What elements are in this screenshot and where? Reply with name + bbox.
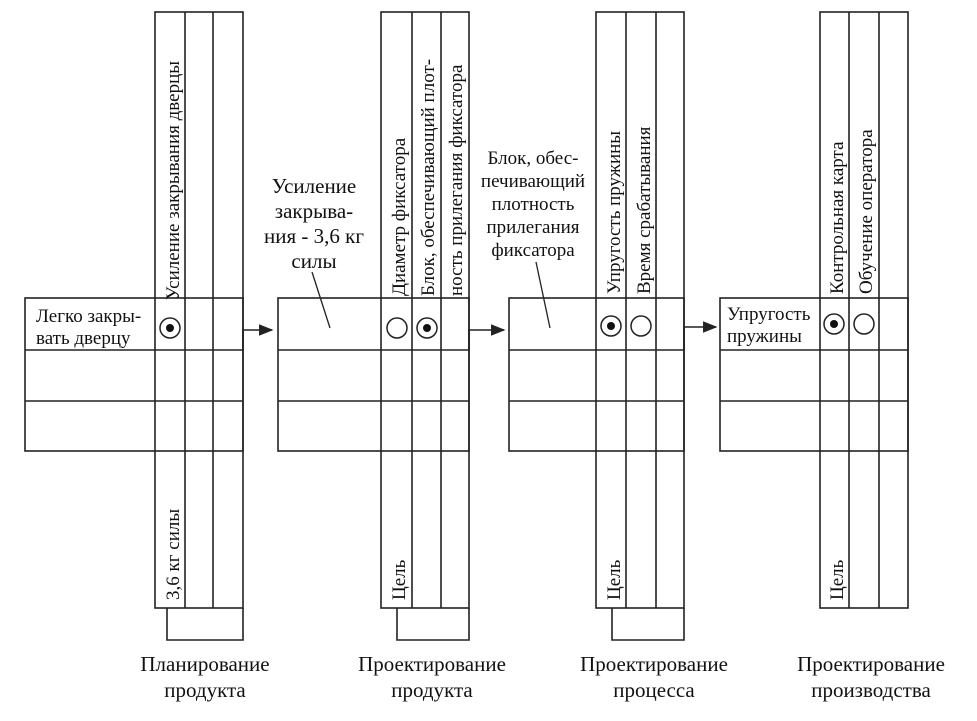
stage2-row-label-line4: силы (291, 249, 336, 273)
stage3-col1-bottom-label: Цель (604, 559, 625, 600)
stage2-col2-top-label-line1: Блок, обеспечивающий плот- (418, 59, 439, 296)
stage1-strong-relation-symbol (159, 317, 181, 339)
stage2-col2-top-label-line2: ность прилегания фиксатора (446, 64, 467, 296)
stage3-row-label-line4: прилегания (486, 217, 579, 238)
stage2-matrix (277, 11, 470, 609)
stage4-row-label-line2: пружины (727, 326, 802, 347)
stage1-output-arrow (242, 324, 274, 350)
stage1-caption-line1: Планирование (140, 652, 269, 676)
stage3-matrix (508, 11, 685, 609)
stage2-bottom-bracket (396, 608, 470, 641)
stage1-matrix (24, 11, 244, 609)
stage4-col2-top-label: Обучение оператора (856, 129, 877, 294)
stage1-row-label-line2: вать дверцу (36, 328, 131, 349)
stage3-caption-line2: процесса (613, 678, 695, 702)
stage3-caption-line1: Проектирование (580, 652, 728, 676)
stage2-row-label-line2: закрыва- (275, 199, 353, 223)
stage1-caption-line2: продукта (164, 678, 246, 702)
stage1-row-label-line1: Легко закры- (36, 306, 141, 327)
stage2-row-label-line3: ния - 3,6 кг (264, 224, 364, 248)
stage2-col1-bottom-label: Цель (389, 559, 410, 600)
stage3-weak-relation-symbol (630, 315, 652, 337)
stage2-strong-relation-symbol (416, 317, 438, 339)
stage3-row-label-line3: плотность (492, 194, 575, 215)
stage4-row-label-line1: Упругость (727, 304, 811, 325)
stage2-col1-top-label: Диаметр фиксатора (389, 137, 410, 296)
stage4-strong-relation-symbol (823, 313, 845, 335)
stage4-weak-relation-symbol (853, 313, 875, 335)
stage2-output-arrow (468, 324, 506, 350)
stage2-caption-line1: Проектирование (358, 652, 506, 676)
stage2-weak-relation-symbol (386, 317, 408, 339)
stage3-strong-relation-symbol (600, 315, 622, 337)
stage1-col1-top-label: Усиление закрывания дверцы (163, 61, 184, 300)
stage3-col2-top-label: Время срабатывания (634, 126, 655, 294)
stage3-row-label-line5: фиксатора (491, 240, 575, 261)
stage2-row-label-line1: Усиление (272, 174, 357, 198)
stage3-row-label-line1: Блок, обес- (488, 148, 579, 169)
stage1-bottom-bracket (166, 608, 244, 641)
stage2-caption-line2: продукта (391, 678, 473, 702)
stage2-leader-line (311, 271, 331, 329)
stage4-col1-bottom-label: Цель (827, 559, 848, 600)
stage3-output-arrow (683, 321, 718, 350)
stage4-matrix (719, 11, 909, 609)
stage3-leader-line (535, 261, 551, 329)
stage3-bottom-bracket (611, 608, 685, 641)
stage1-col1-bottom-label: 3,6 кг силы (163, 509, 184, 600)
stage3-col1-top-label: Упругость пружины (604, 131, 625, 294)
stage4-caption-line1: Проектирование (797, 652, 945, 676)
stage4-col1-top-label: Контрольная карта (827, 141, 848, 294)
stage3-row-label-line2: печивающий (481, 171, 585, 192)
stage4-caption-line2: производства (811, 678, 931, 702)
